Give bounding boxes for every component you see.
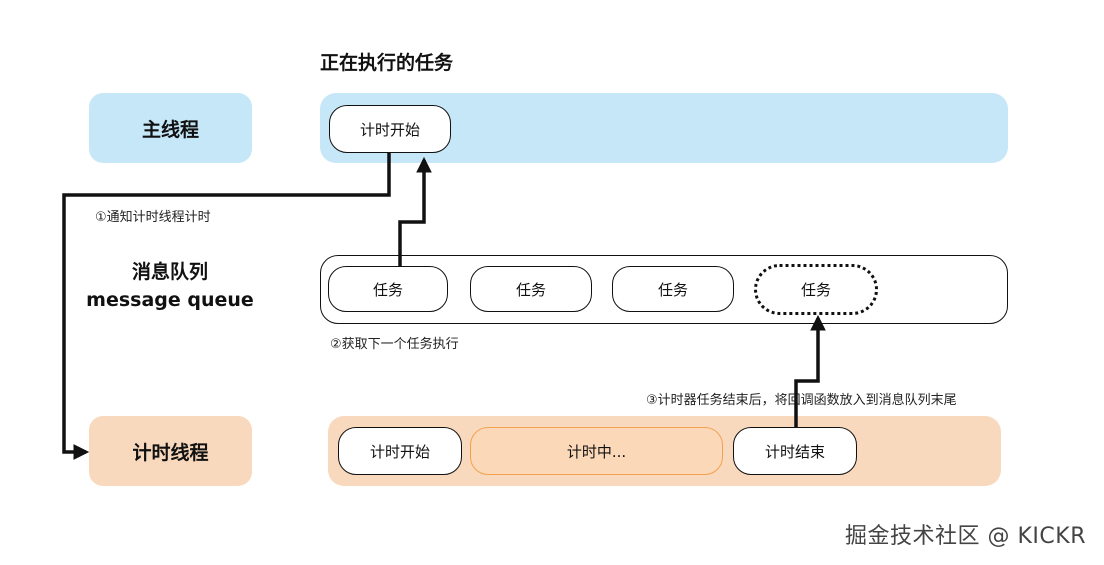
timer-thread-label-text: 计时线程: [132, 441, 209, 464]
timer-thread-label: 计时线程: [89, 416, 252, 486]
arrow-timer-to-queue: [794, 314, 826, 427]
main-thread-task-text: 计时开始: [359, 120, 420, 139]
message-queue-label: 消息队列 message queue: [60, 258, 280, 314]
diagram-heading: 正在执行的任务: [320, 52, 454, 74]
timer-task-end: 计时结束: [733, 427, 857, 475]
main-thread-task: 计时开始: [329, 105, 451, 153]
timer-task-end-text: 计时结束: [764, 442, 825, 461]
timer-task-start-text: 计时开始: [369, 442, 430, 461]
arrow-queue-to-main: [398, 156, 432, 266]
queue-task-new: 任务: [754, 264, 878, 315]
timer-task-running: 计时中...: [470, 427, 723, 475]
main-thread-label: 主线程: [89, 93, 252, 163]
queue-task-new-text: 任务: [800, 281, 831, 299]
queue-task-1-text: 任务: [372, 280, 403, 299]
note-step-2: ②获取下一个任务执行: [330, 337, 459, 352]
queue-task-3: 任务: [612, 266, 734, 312]
timer-task-start: 计时开始: [338, 427, 462, 475]
queue-task-1: 任务: [328, 266, 448, 312]
timer-task-running-text: 计时中...: [566, 442, 627, 461]
note-step-1: ①通知计时线程计时: [95, 210, 211, 225]
note-step-3: ③计时器任务结束后，将回调函数放入到消息队列末尾: [646, 393, 957, 408]
message-queue-label-cn: 消息队列: [131, 261, 208, 283]
queue-task-3-text: 任务: [657, 280, 688, 299]
main-thread-label-text: 主线程: [141, 118, 199, 141]
queue-task-2: 任务: [470, 266, 592, 312]
queue-task-2-text: 任务: [515, 280, 546, 299]
message-queue-label-en: message queue: [86, 289, 254, 311]
watermark: 掘金技术社区 @ KICKR: [845, 524, 1086, 549]
